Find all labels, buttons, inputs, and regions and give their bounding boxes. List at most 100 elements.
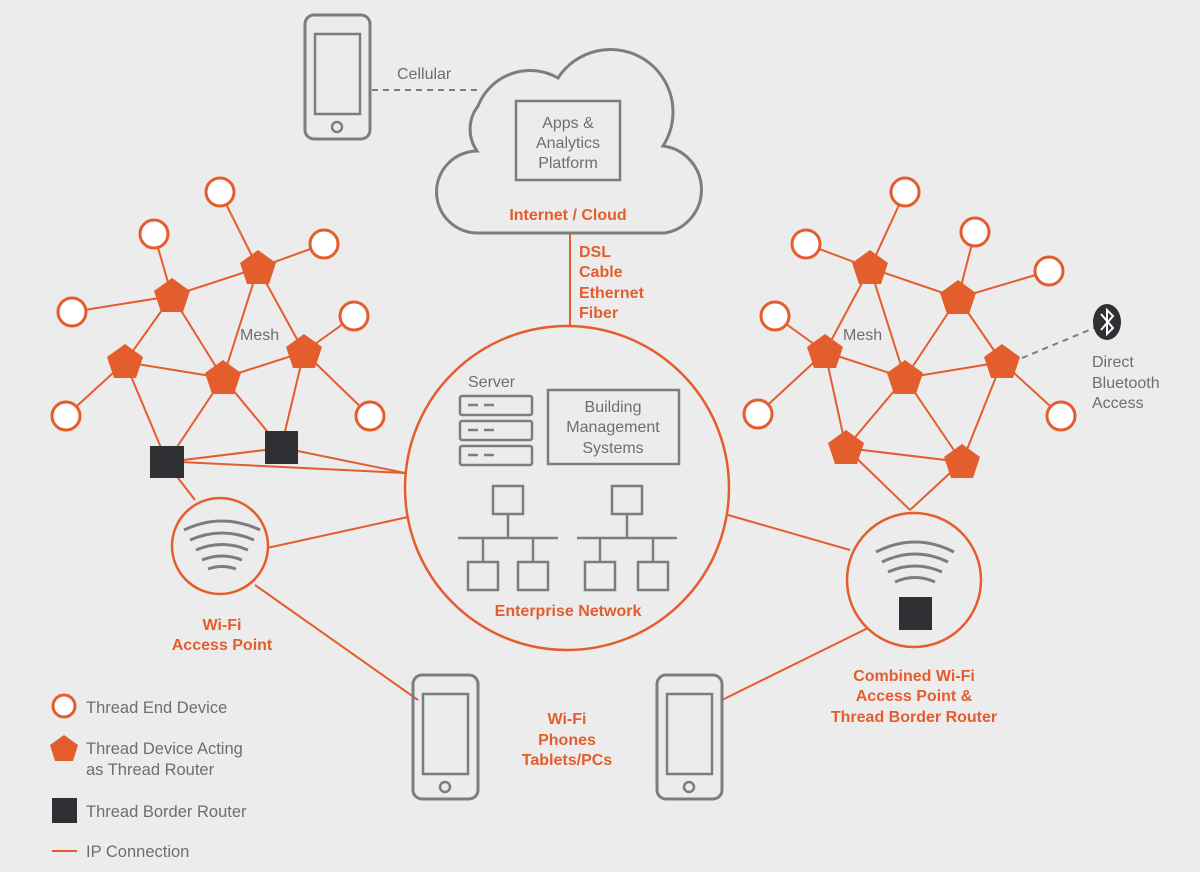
svg-text:Cable: Cable [579, 264, 623, 281]
thread-router [107, 344, 143, 378]
apps-analytics-box [514, 99, 622, 182]
link-types: DSL Cable Ethernet Fiber [579, 244, 645, 322]
bluetooth-access: Direct Bluetooth Access [1021, 304, 1160, 412]
thread-end-device [50, 400, 82, 432]
svg-text:Direct: Direct [1092, 354, 1134, 371]
legend-border-router-icon [52, 798, 77, 823]
svg-text:DSL: DSL [579, 244, 611, 261]
svg-text:Thread Device Acting: Thread Device Acting [86, 740, 243, 758]
link-dsl: DSL [579, 244, 611, 261]
wifi-ap-line2: Access Point [172, 637, 273, 654]
network-icon [458, 484, 677, 592]
devices-line1: Wi-Fi [548, 711, 587, 728]
thread-router [852, 250, 888, 284]
thread-end-device [338, 300, 370, 332]
svg-text:Apps &: Apps & [542, 115, 594, 132]
thread-end-device [1033, 255, 1065, 287]
combined-line1: Combined Wi-Fi [853, 668, 975, 685]
cellular-phone: Cellular [303, 13, 478, 141]
legend-ip-connection-label: IP Connection [86, 843, 189, 861]
thread-router [286, 334, 322, 368]
mesh-right-label: Mesh [843, 327, 882, 344]
bluetooth-icon [1093, 304, 1121, 340]
svg-text:Combined Wi-Fi: Combined Wi-Fi [853, 668, 975, 685]
link-fiber: Fiber [579, 305, 618, 322]
mesh-left-label: Mesh [240, 327, 279, 344]
phone-icon [655, 673, 724, 801]
thread-router [154, 278, 190, 312]
thread-border-router [150, 446, 184, 478]
wifi-icon [183, 519, 261, 571]
svg-text:Analytics: Analytics [536, 135, 600, 152]
combined-access-point: Combined Wi-Fi Access Point & Thread Bor… [831, 511, 997, 726]
thread-end-device [790, 228, 822, 260]
thread-router [807, 334, 843, 368]
thread-end-device [759, 300, 791, 332]
bluetooth-label-line1: Direct [1092, 354, 1134, 371]
svg-text:Phones: Phones [538, 732, 596, 749]
enterprise-label: Enterprise Network [495, 603, 642, 620]
svg-text:Systems: Systems [582, 440, 643, 457]
legend-end-device-label: Thread End Device [86, 699, 227, 717]
thread-router [240, 250, 276, 284]
svg-text:Wi-Fi: Wi-Fi [548, 711, 587, 728]
devices-line3: Tablets/PCs [522, 752, 613, 769]
thread-router [887, 360, 923, 394]
mesh-right: Mesh [742, 176, 1077, 511]
legend-end-device-icon [51, 693, 77, 719]
thread-border-router [265, 431, 298, 464]
svg-text:Management: Management [566, 419, 660, 436]
svg-text:Thread Border Router: Thread Border Router [831, 709, 997, 726]
cloud-icon [435, 48, 703, 235]
link-ethernet: Ethernet [579, 285, 645, 302]
cloud-box-line2: Analytics [536, 135, 600, 152]
thread-end-device [959, 216, 991, 248]
legend-router-line1: Thread Device Acting [86, 740, 243, 758]
wifi-devices: Wi-Fi Phones Tablets/PCs [411, 673, 724, 801]
cellular-label: Cellular [397, 66, 452, 83]
bms-line2: Management [566, 419, 660, 436]
wifi-access-point: Wi-Fi Access Point [170, 496, 273, 654]
svg-text:Access: Access [1092, 395, 1144, 412]
thread-router [940, 280, 976, 314]
thread-end-device [138, 218, 170, 250]
devices-line2: Phones [538, 732, 596, 749]
link-cable: Cable [579, 264, 623, 281]
legend-router-line2: as Thread Router [86, 761, 215, 779]
svg-text:Ethernet: Ethernet [579, 285, 645, 302]
combined-line2: Access Point & [856, 688, 973, 705]
phone-icon [303, 13, 372, 141]
thread-end-device [742, 398, 774, 430]
thread-end-device [889, 176, 921, 208]
svg-text:Fiber: Fiber [579, 305, 618, 322]
combined-line3: Thread Border Router [831, 709, 997, 726]
svg-text:Wi-Fi: Wi-Fi [203, 617, 242, 634]
cloud-box-line3: Platform [538, 155, 598, 172]
svg-text:as Thread Router: as Thread Router [86, 761, 215, 779]
thread-router [984, 344, 1020, 378]
svg-text:Platform: Platform [538, 155, 598, 172]
thread-end-device [354, 400, 386, 432]
svg-text:Bluetooth: Bluetooth [1092, 375, 1160, 392]
bluetooth-label-line3: Access [1092, 395, 1144, 412]
server-label: Server [468, 374, 516, 391]
svg-text:Building: Building [585, 399, 642, 416]
wifi-icon [875, 540, 955, 584]
cloud: Apps & Analytics Platform Internet / Clo… [435, 48, 703, 235]
mesh-left: Mesh [50, 176, 386, 478]
bms-line1: Building [585, 399, 642, 416]
legend-border-router-label: Thread Border Router [86, 803, 247, 821]
thread-end-device [1045, 400, 1077, 432]
svg-text:Access Point &: Access Point & [856, 688, 973, 705]
thread-end-device [308, 228, 340, 260]
legend-router-icon [50, 735, 78, 761]
cloud-box-line1: Apps & [542, 115, 594, 132]
cloud-label: Internet / Cloud [509, 207, 626, 224]
thread-border-router [899, 597, 932, 630]
thread-end-device [56, 296, 88, 328]
legend: Thread End Device Thread Device Acting a… [50, 693, 247, 861]
thread-router [828, 430, 864, 464]
thread-router [944, 444, 980, 478]
svg-text:Tablets/PCs: Tablets/PCs [522, 752, 613, 769]
